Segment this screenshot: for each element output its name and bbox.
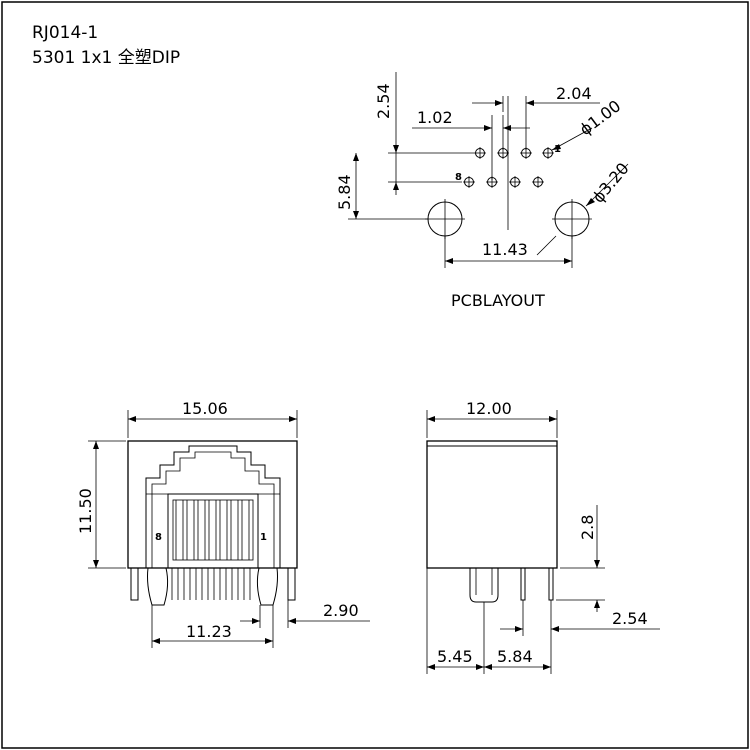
front-pin-8-label: 8 bbox=[155, 532, 162, 543]
front-view: 8 1 15.06 11.50 bbox=[76, 399, 370, 648]
dim-peg-hole-diameter-text: ϕ3.20 bbox=[589, 159, 633, 207]
dim-row-pitch: 2.54 bbox=[500, 600, 660, 636]
dim-peg-to-pins-text: 5.84 bbox=[497, 647, 533, 666]
pcb-layout: 1 8 2.54 1.02 bbox=[335, 72, 633, 310]
dim-row-to-peg-text: 5.84 bbox=[335, 174, 354, 210]
pin-hole bbox=[509, 176, 521, 188]
dim-row-pitch-text: 2.54 bbox=[612, 609, 648, 628]
pin-hole bbox=[532, 176, 544, 188]
dim-pin-hole-diameter: ϕ1.00 bbox=[551, 96, 624, 151]
dim-row-offset: 2.54 bbox=[374, 72, 474, 195]
pcb-layout-caption: PCBLAYOUT bbox=[451, 291, 545, 310]
dim-front-height: 11.50 bbox=[76, 440, 126, 569]
dim-peg-offset-text: 2.90 bbox=[323, 601, 359, 620]
pcb-pin-8-label: 8 bbox=[455, 172, 462, 183]
dim-side-depth-text: 12.00 bbox=[466, 399, 512, 418]
dim-front-height-text: 11.50 bbox=[76, 488, 95, 534]
front-pin-1-label: 1 bbox=[260, 532, 267, 543]
dim-row-offset-text: 2.54 bbox=[374, 83, 393, 119]
dim-peg-hole-diameter: ϕ3.20 bbox=[585, 159, 633, 207]
part-number: RJ014-1 bbox=[32, 23, 98, 43]
dim-peg-spacing: 11.43 bbox=[444, 235, 573, 268]
pin-holes-bottom-row bbox=[463, 176, 544, 188]
dim-front-to-peg: 5.45 bbox=[426, 568, 485, 674]
dim-pin-span: 11.23 bbox=[151, 605, 274, 648]
peg-hole-left bbox=[425, 199, 465, 239]
dim-pin-spacing-text: 2.04 bbox=[556, 84, 592, 103]
dim-pin-height: 2.8 bbox=[556, 505, 605, 612]
dim-pin-span-text: 11.23 bbox=[186, 622, 232, 641]
front-pins bbox=[130, 567, 296, 606]
side-view: 12.00 2.8 2.54 bbox=[426, 399, 660, 674]
pin-hole bbox=[542, 147, 554, 159]
dim-front-to-peg-text: 5.45 bbox=[437, 647, 473, 666]
dim-pin-spacing: 2.04 bbox=[472, 84, 600, 230]
dim-row-to-peg: 5.84 bbox=[335, 153, 428, 220]
side-housing bbox=[426, 440, 558, 569]
title-block: RJ014-1 5301 1x1 全塑DIP bbox=[32, 23, 180, 68]
side-pin-rear bbox=[548, 567, 554, 601]
dim-pin-pitch: 1.02 bbox=[412, 108, 530, 180]
part-description: 5301 1x1 全塑DIP bbox=[32, 48, 180, 68]
dim-peg-offset: 2.90 bbox=[240, 600, 370, 628]
peg-hole-right bbox=[552, 199, 592, 239]
pin-holes-top-row bbox=[474, 147, 554, 159]
dim-side-depth: 12.00 bbox=[426, 399, 558, 438]
dim-peg-spacing-text: 11.43 bbox=[482, 240, 528, 259]
dim-pin-pitch-text: 1.02 bbox=[417, 108, 453, 127]
dim-front-width-text: 15.06 bbox=[182, 399, 228, 418]
front-housing bbox=[127, 440, 298, 569]
side-pin-front bbox=[520, 567, 526, 601]
jack-opening bbox=[145, 445, 281, 568]
dim-pin-height-text: 2.8 bbox=[578, 515, 597, 540]
contacts bbox=[172, 499, 254, 561]
pin-hole bbox=[463, 176, 475, 188]
pin-hole bbox=[474, 147, 486, 159]
dim-front-width: 15.06 bbox=[127, 399, 298, 438]
dim-peg-to-pins: 5.84 bbox=[484, 636, 552, 674]
side-peg bbox=[469, 568, 499, 603]
pcb-pin-1-label: 1 bbox=[554, 144, 561, 155]
